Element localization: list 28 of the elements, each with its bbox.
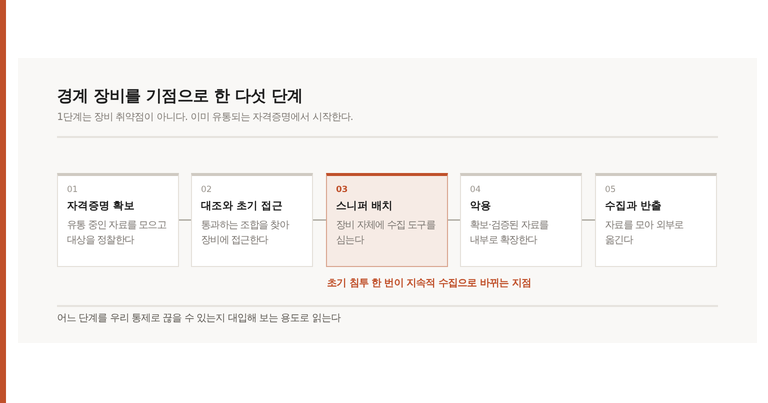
step-description: 확보·검증된 자료를 내부로 확장한다 (470, 218, 550, 248)
step-title: 수집과 반출 (605, 200, 663, 214)
step-number: 04 (470, 185, 482, 196)
step-description: 통과하는 조합을 찾아 장비에 접근한다 (201, 218, 290, 248)
step-title: 악용 (470, 200, 492, 214)
step-number: 01 (67, 185, 79, 196)
highlighted-step-card (326, 173, 448, 267)
step-number: 03 (336, 185, 349, 196)
connector-line (582, 219, 595, 221)
step-card (595, 173, 717, 267)
step-title: 자격증명 확보 (67, 200, 136, 214)
step-description: 유통 중인 자료를 모으고 대상을 정찰한다 (67, 218, 168, 248)
connector-line (179, 219, 191, 221)
step-number: 02 (201, 185, 213, 196)
step-card (460, 173, 582, 267)
footnote: 어느 단계를 우리 통제로 끊을 수 있는지 대입해 보는 용도로 읽는다 (57, 312, 340, 325)
title: 경계 장비를 기점으로 한 다섯 단계 (57, 86, 303, 106)
callout-note: 초기 침투 한 번이 지속적 수집으로 바뀌는 지점 (327, 277, 531, 290)
step-description: 자료를 모아 외부로 옮긴다 (605, 218, 684, 248)
step-card (57, 173, 179, 267)
step-title: 대조와 초기 접근 (201, 200, 284, 214)
connector-line (313, 219, 326, 221)
step-card (191, 173, 313, 267)
step-title: 스니퍼 배치 (336, 200, 394, 214)
step-number: 05 (605, 185, 617, 196)
subtitle: 1단계는 장비 취약점이 아니다. 이미 유통되는 자격증명에서 시작한다. (57, 111, 353, 124)
connector-line (448, 219, 460, 221)
step-description: 장비 자체에 수집 도구를 심는다 (336, 218, 436, 248)
